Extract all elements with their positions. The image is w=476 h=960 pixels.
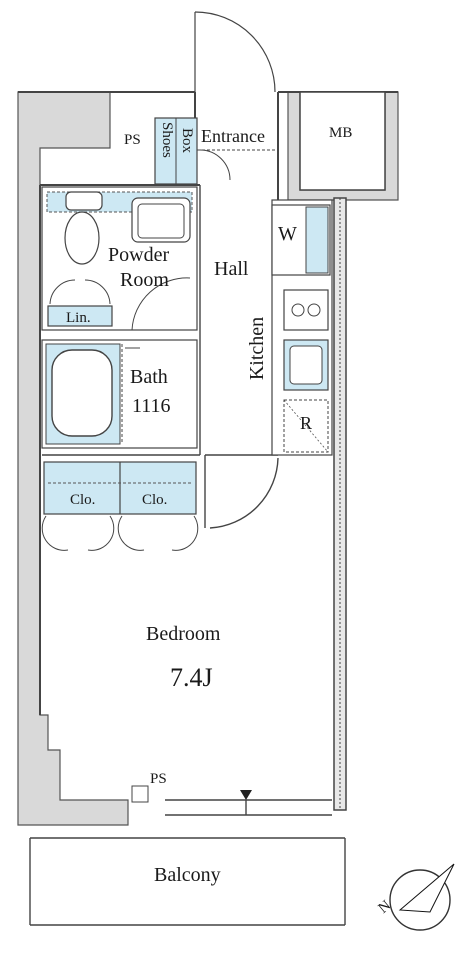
kitchen: [271, 199, 333, 456]
hall-label: Hall: [214, 258, 249, 280]
powder-room-label-1: Powder: [108, 244, 170, 266]
right-exterior-wall: [333, 197, 347, 811]
entrance-door: [194, 11, 276, 93]
fridge-label: R: [300, 413, 313, 433]
bedroom-label: Bedroom: [146, 623, 221, 645]
powder-room: [41, 186, 198, 331]
bedroom-size-label: 7.4J: [170, 663, 213, 692]
interior-walls: [42, 185, 279, 529]
ps-top-label: PS: [124, 132, 141, 148]
powder-room-label-2: Room: [120, 269, 169, 291]
closets: [41, 461, 199, 551]
bedroom-outline: [39, 560, 332, 816]
shoes-box-label-2: Box: [178, 128, 195, 154]
washer-label: W: [278, 223, 297, 245]
north-compass: [389, 863, 455, 931]
balcony-label: Balcony: [154, 864, 221, 886]
ps-bottom-fixture: [131, 785, 149, 803]
kitchen-label: Kitchen: [246, 316, 269, 381]
mb-label: MB: [329, 125, 353, 141]
mb-room: [299, 91, 386, 191]
entrance-label: Entrance: [201, 126, 265, 146]
linen-label: Lin.: [66, 310, 91, 326]
closet-2-label: Clo.: [142, 492, 168, 508]
window-marker: [240, 790, 252, 800]
balcony: [29, 837, 346, 926]
ps-bottom-label: PS: [150, 771, 167, 787]
bath-size-label: 1116: [132, 395, 171, 417]
closet-1-label: Clo.: [70, 492, 96, 508]
bath-label: Bath: [130, 366, 168, 388]
shoes-box-label-1: Shoes: [158, 122, 175, 158]
bath-room: [41, 339, 198, 449]
